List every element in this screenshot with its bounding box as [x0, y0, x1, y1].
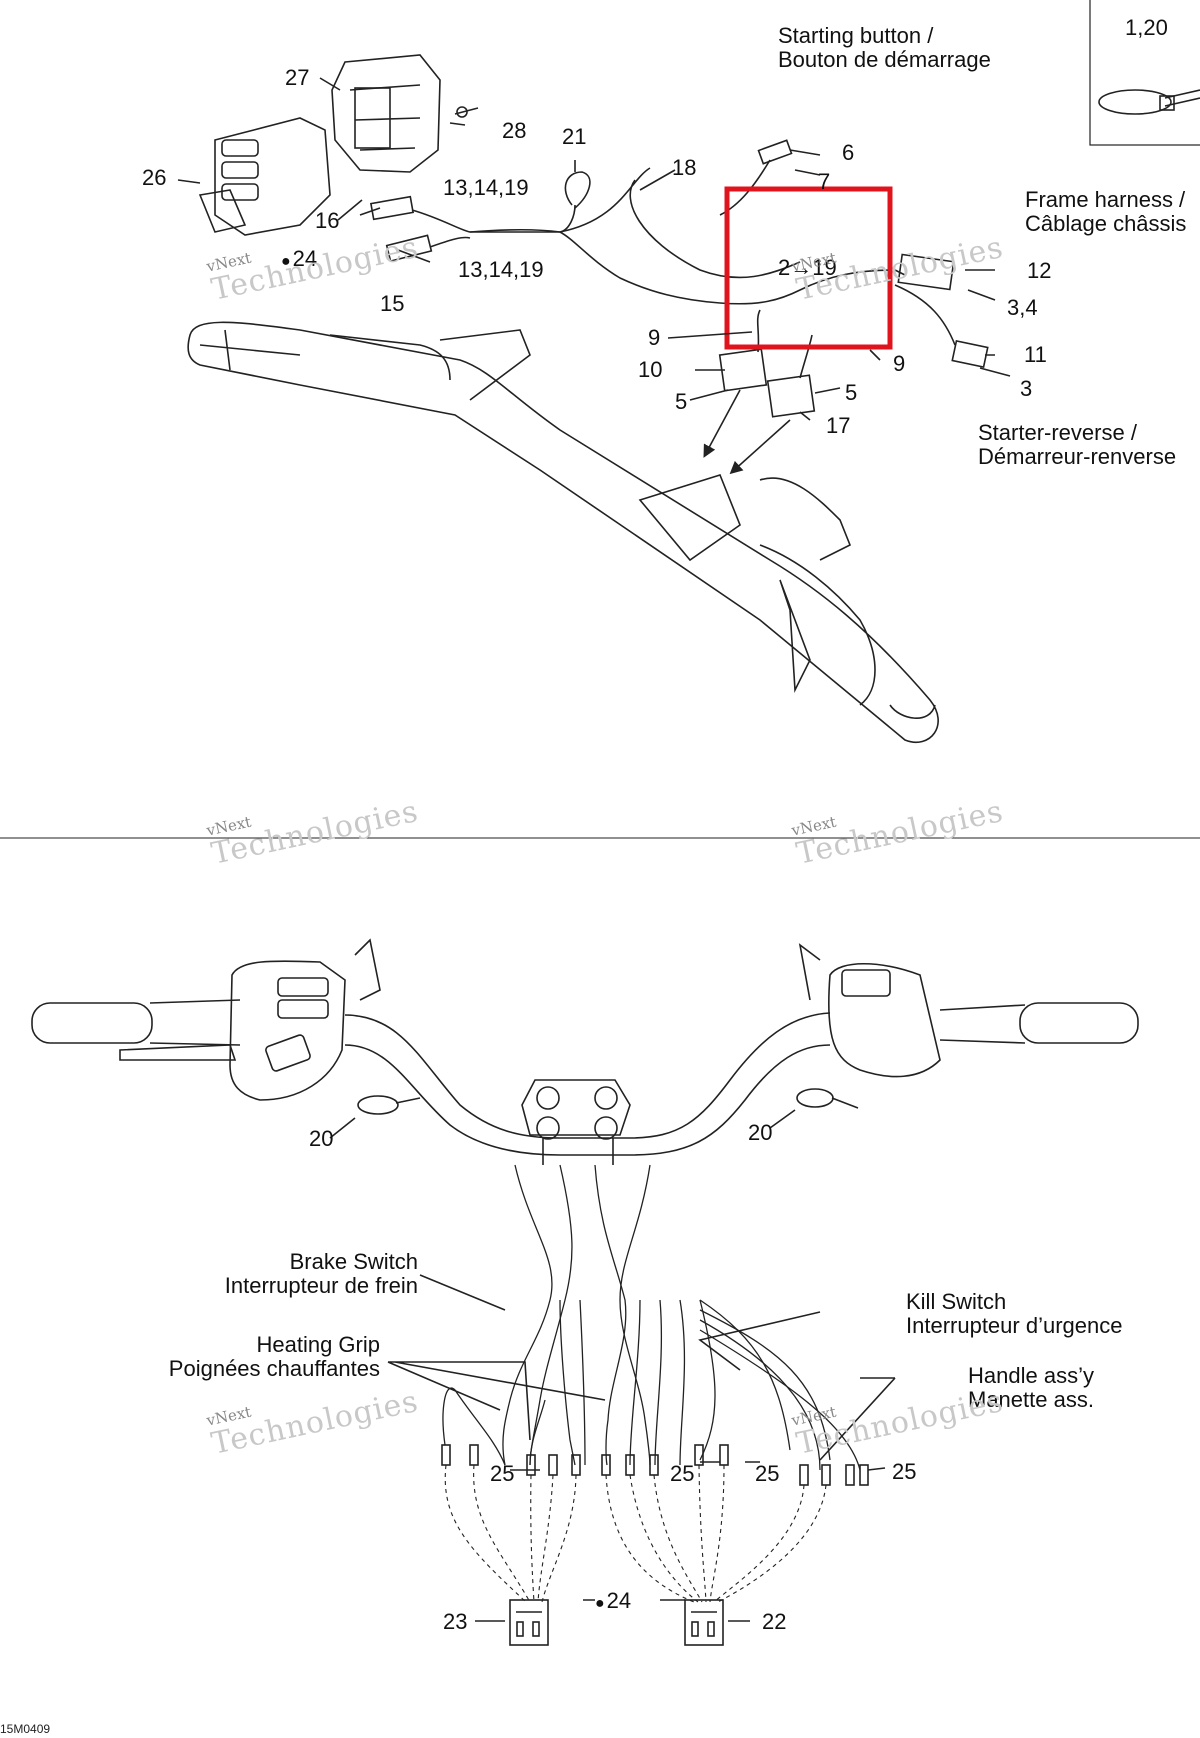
callout-25-d: 25	[892, 1459, 917, 1484]
caption-starting-button: Starting button / Bouton de démarrage	[778, 23, 991, 72]
connector-upper	[369, 195, 415, 221]
callout-2-19: 2→19	[778, 255, 837, 280]
callout-20-right: 20	[748, 1120, 773, 1145]
connector-17	[766, 374, 816, 418]
callout-24-upper: 24	[281, 247, 317, 274]
callout-12: 12	[1027, 258, 1052, 283]
starting-button-connector	[757, 139, 793, 165]
callout-15: 15	[380, 291, 405, 316]
callout-18: 18	[672, 155, 697, 180]
callout-24-lower: 24	[595, 1589, 631, 1616]
callout-25-a: 25	[490, 1461, 515, 1486]
caption-handle-assy: Handle ass’y Manette ass.	[968, 1363, 1094, 1412]
arrow-10	[703, 389, 741, 458]
cable-tie-right	[796, 1088, 834, 1108]
connector-lower	[385, 234, 433, 263]
connector-housing-23	[509, 1599, 549, 1646]
callout-13-14-19-upper: 13,14,19	[443, 175, 529, 200]
wire-harness-bundles	[442, 1164, 861, 1471]
callout-13-14-19-lower: 13,14,19	[458, 257, 544, 282]
inset-box	[1089, 0, 1200, 146]
starter-reverse-connector	[951, 339, 989, 369]
cable-tie-icon	[1098, 89, 1200, 115]
callout-28: 28	[502, 118, 527, 143]
callout-25-b: 25	[670, 1461, 695, 1486]
callout-7: 7	[818, 169, 831, 194]
callout-9-left: 9	[648, 325, 661, 350]
callout-25-c: 25	[755, 1461, 780, 1486]
clip	[564, 171, 591, 209]
cable-tie-left	[357, 1095, 399, 1115]
callout-23: 23	[443, 1609, 468, 1634]
callout-6: 6	[842, 140, 855, 165]
caption-brake-switch: Brake Switch Interrupteur de frein	[224, 1249, 418, 1298]
switch-housing-cover	[331, 54, 441, 173]
caption-frame-harness: Frame harness / Câblage châssis	[1025, 187, 1187, 236]
callout-5-right: 5	[845, 380, 858, 405]
callout-10: 10	[638, 357, 663, 382]
callout-22: 22	[762, 1609, 787, 1634]
caption-heating-grip: Heating Grip Poignées chauffantes	[168, 1332, 380, 1381]
connector-10	[718, 348, 768, 392]
frame-harness-connector	[897, 253, 955, 291]
callout-9-right: 9	[893, 351, 906, 376]
callout-3-4: 3,4	[1007, 295, 1038, 320]
callout-17: 17	[826, 413, 851, 438]
callout-27: 27	[285, 65, 310, 90]
callout-20-left: 20	[309, 1126, 334, 1151]
caption-kill-switch: Kill Switch Interrupteur d’urgence	[906, 1289, 1123, 1338]
screw	[454, 106, 479, 118]
callout-21: 21	[562, 124, 587, 149]
callout-5-left: 5	[675, 389, 688, 414]
connector-housing-22	[684, 1599, 724, 1646]
handlebar-top	[187, 321, 939, 743]
caption-starter-reverse: Starter-reverse / Démarreur-renverse	[978, 420, 1177, 469]
callout-16: 16	[315, 208, 340, 233]
handlebar-front	[31, 938, 1139, 1165]
arrow-17	[729, 419, 791, 475]
callout-11: 11	[1024, 342, 1047, 367]
callout-3: 3	[1020, 376, 1033, 401]
callout-1-20: 1,20	[1125, 15, 1168, 40]
callout-26: 26	[142, 165, 167, 190]
switch-housing	[198, 117, 331, 236]
figure-code: 15M0409	[0, 1722, 51, 1736]
highlight-box	[724, 186, 893, 350]
